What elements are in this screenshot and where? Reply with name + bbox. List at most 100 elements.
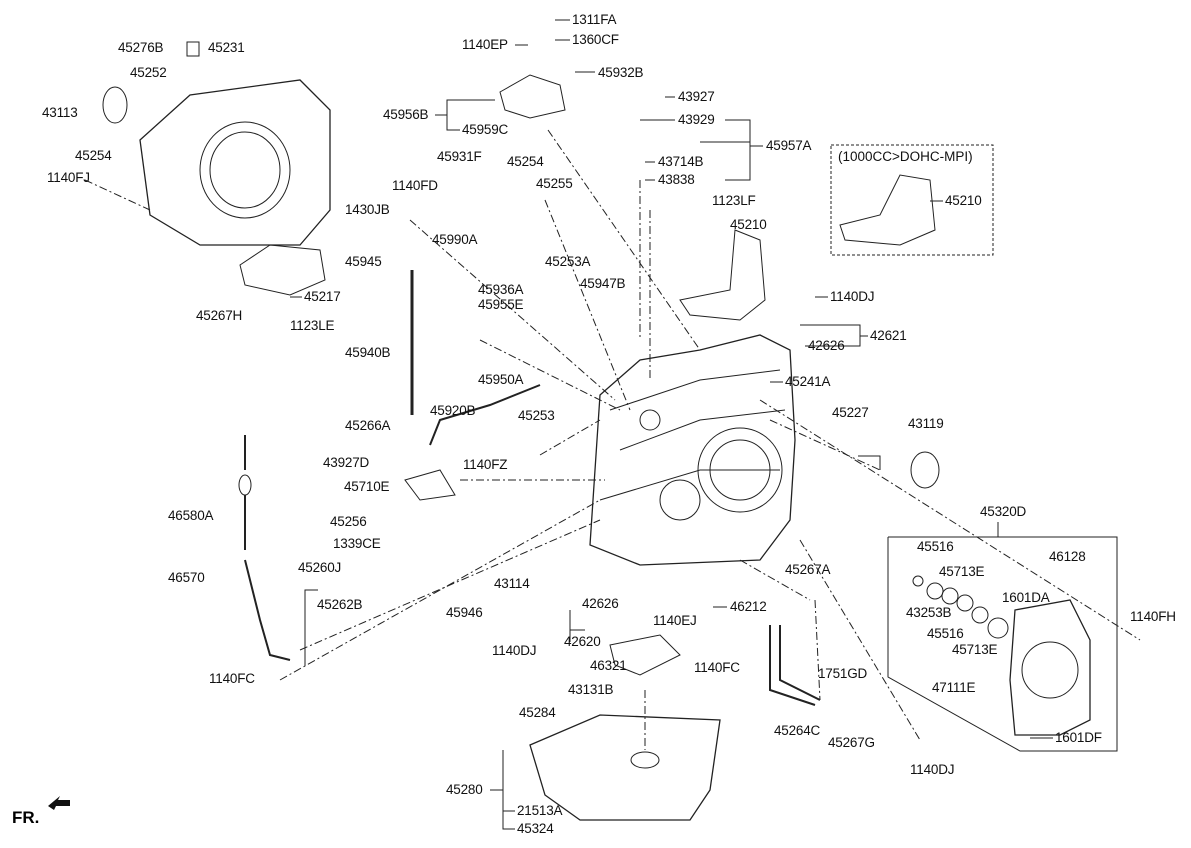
transaxle-case xyxy=(589,334,796,566)
part-label[interactable]: 45227 xyxy=(832,405,869,420)
part-label[interactable]: 43838 xyxy=(658,172,695,187)
part-label[interactable]: 45920B xyxy=(430,403,476,418)
variant-box xyxy=(830,144,994,256)
oil-pump-cover xyxy=(1009,599,1091,736)
part-label[interactable]: 1140DJ xyxy=(492,643,537,658)
part-label[interactable]: 45710E xyxy=(344,479,390,494)
part-label[interactable]: 1123LF xyxy=(712,193,756,208)
part-label[interactable]: 1751GD xyxy=(818,666,868,681)
part-label[interactable]: 43927 xyxy=(678,89,715,104)
part-label[interactable]: 45946 xyxy=(446,605,483,620)
part-label[interactable]: 45253 xyxy=(518,408,555,423)
part-label[interactable]: 45284 xyxy=(519,705,556,720)
part-label[interactable]: 1140DJ xyxy=(910,762,955,777)
part-label[interactable]: 45713E xyxy=(952,642,998,657)
part-label[interactable]: 45260J xyxy=(298,560,342,575)
part-label[interactable]: 45950A xyxy=(478,372,524,387)
part-label[interactable]: 1123LE xyxy=(290,318,335,333)
part-label[interactable]: 43114 xyxy=(494,576,530,591)
part-label[interactable]: 1430JB xyxy=(345,202,390,217)
part-label[interactable]: 45267A xyxy=(785,562,831,577)
part-label[interactable]: 42620 xyxy=(564,634,601,649)
part-label[interactable]: 46128 xyxy=(1049,549,1086,564)
part-label[interactable]: 45266A xyxy=(345,418,391,433)
part-label[interactable]: 45264C xyxy=(774,723,821,738)
part-label[interactable]: 1140FC xyxy=(694,660,740,675)
part-label[interactable]: 45231 xyxy=(208,40,245,55)
label-leaders xyxy=(290,19,1053,830)
part-label[interactable]: 45267G xyxy=(828,735,875,750)
assembly-lines xyxy=(84,129,1141,750)
part-label[interactable]: 45280 xyxy=(446,782,483,797)
part-label[interactable]: 1140FD xyxy=(392,178,438,193)
part-label[interactable]: 45256 xyxy=(330,514,367,529)
part-label[interactable]: 45276B xyxy=(118,40,164,55)
part-label[interactable]: 21513A xyxy=(517,803,563,818)
front-direction-label: FR. xyxy=(12,808,40,827)
part-label[interactable]: 43929 xyxy=(678,112,715,127)
part-label[interactable]: 1339CE xyxy=(333,536,381,551)
part-label[interactable]: 1360CF xyxy=(572,32,619,47)
part-label[interactable]: 43113 xyxy=(42,105,78,120)
part-label[interactable]: 45324 xyxy=(517,821,554,836)
part-label[interactable]: 45262B xyxy=(317,597,363,612)
part-label[interactable]: 42621 xyxy=(870,328,907,343)
part-label[interactable]: 46212 xyxy=(730,599,767,614)
seal-43119 xyxy=(910,451,940,489)
part-label[interactable]: 1140EJ xyxy=(653,613,697,628)
part-label[interactable]: 45254 xyxy=(507,154,544,169)
part-label[interactable]: 1140FJ xyxy=(47,170,90,185)
part-label[interactable]: 43714B xyxy=(658,154,704,169)
part-label[interactable]: 45713E xyxy=(939,564,985,579)
part-label[interactable]: 1311FA xyxy=(572,12,617,27)
part-label[interactable]: 45255 xyxy=(536,176,573,191)
part-label[interactable]: 45252 xyxy=(130,65,167,80)
part-label[interactable]: 46580A xyxy=(168,508,214,523)
part-label[interactable]: 45936A xyxy=(478,282,524,297)
part-label[interactable]: 45267H xyxy=(196,308,243,323)
part-label[interactable]: 43253B xyxy=(906,605,952,620)
part-label[interactable]: 1140FZ xyxy=(463,457,508,472)
part-label[interactable]: 43119 xyxy=(908,416,944,431)
part-label[interactable]: 45931F xyxy=(437,149,482,164)
variant-note: (1000CC>DOHC-MPI) xyxy=(838,149,973,164)
part-label[interactable]: 45516 xyxy=(927,626,964,641)
part-label[interactable]: 45955E xyxy=(478,297,524,312)
oil-filter xyxy=(609,634,681,676)
part-label[interactable]: 1140FH xyxy=(1130,609,1176,624)
part-label[interactable]: 1140EP xyxy=(462,37,508,52)
part-label[interactable]: 45940B xyxy=(345,345,391,360)
part-label[interactable]: 45956B xyxy=(383,107,429,122)
part-label[interactable]: 45217 xyxy=(304,289,341,304)
part-label[interactable]: 45932B xyxy=(598,65,644,80)
part-label[interactable]: 47111E xyxy=(932,680,976,695)
oil-pan xyxy=(529,714,721,821)
part-label[interactable]: 42626 xyxy=(808,338,845,353)
part-label[interactable]: 45990A xyxy=(432,232,478,247)
part-label[interactable]: 46321 xyxy=(590,658,627,673)
front-arrow-icon xyxy=(48,796,70,810)
part-label[interactable]: 45959C xyxy=(462,122,509,137)
part-label[interactable]: 45320D xyxy=(980,504,1027,519)
part-label[interactable]: 1601DF xyxy=(1055,730,1102,745)
part-label[interactable]: 45253A xyxy=(545,254,591,269)
part-label[interactable]: 1601DA xyxy=(1002,590,1050,605)
part-label[interactable]: 46570 xyxy=(168,570,205,585)
part-label[interactable]: 45947B xyxy=(580,276,626,291)
part-label[interactable]: 43131B xyxy=(568,682,614,697)
part-label[interactable]: 45241A xyxy=(785,374,831,389)
part-label[interactable]: 42626 xyxy=(582,596,619,611)
part-label[interactable]: 45516 xyxy=(917,539,954,554)
part-label[interactable]: 1140DJ xyxy=(830,289,875,304)
bracket-45217 xyxy=(239,244,326,296)
part-label[interactable]: 45254 xyxy=(75,148,112,163)
part-label[interactable]: 45210 xyxy=(730,217,767,232)
part-label[interactable]: 45210 xyxy=(945,193,982,208)
part-label[interactable]: 1140FC xyxy=(209,671,255,686)
part-label[interactable]: 45957A xyxy=(766,138,812,153)
part-label[interactable]: 43927D xyxy=(323,455,370,470)
mount-bracket-45210 xyxy=(679,229,766,321)
part-label[interactable]: 45945 xyxy=(345,254,382,269)
